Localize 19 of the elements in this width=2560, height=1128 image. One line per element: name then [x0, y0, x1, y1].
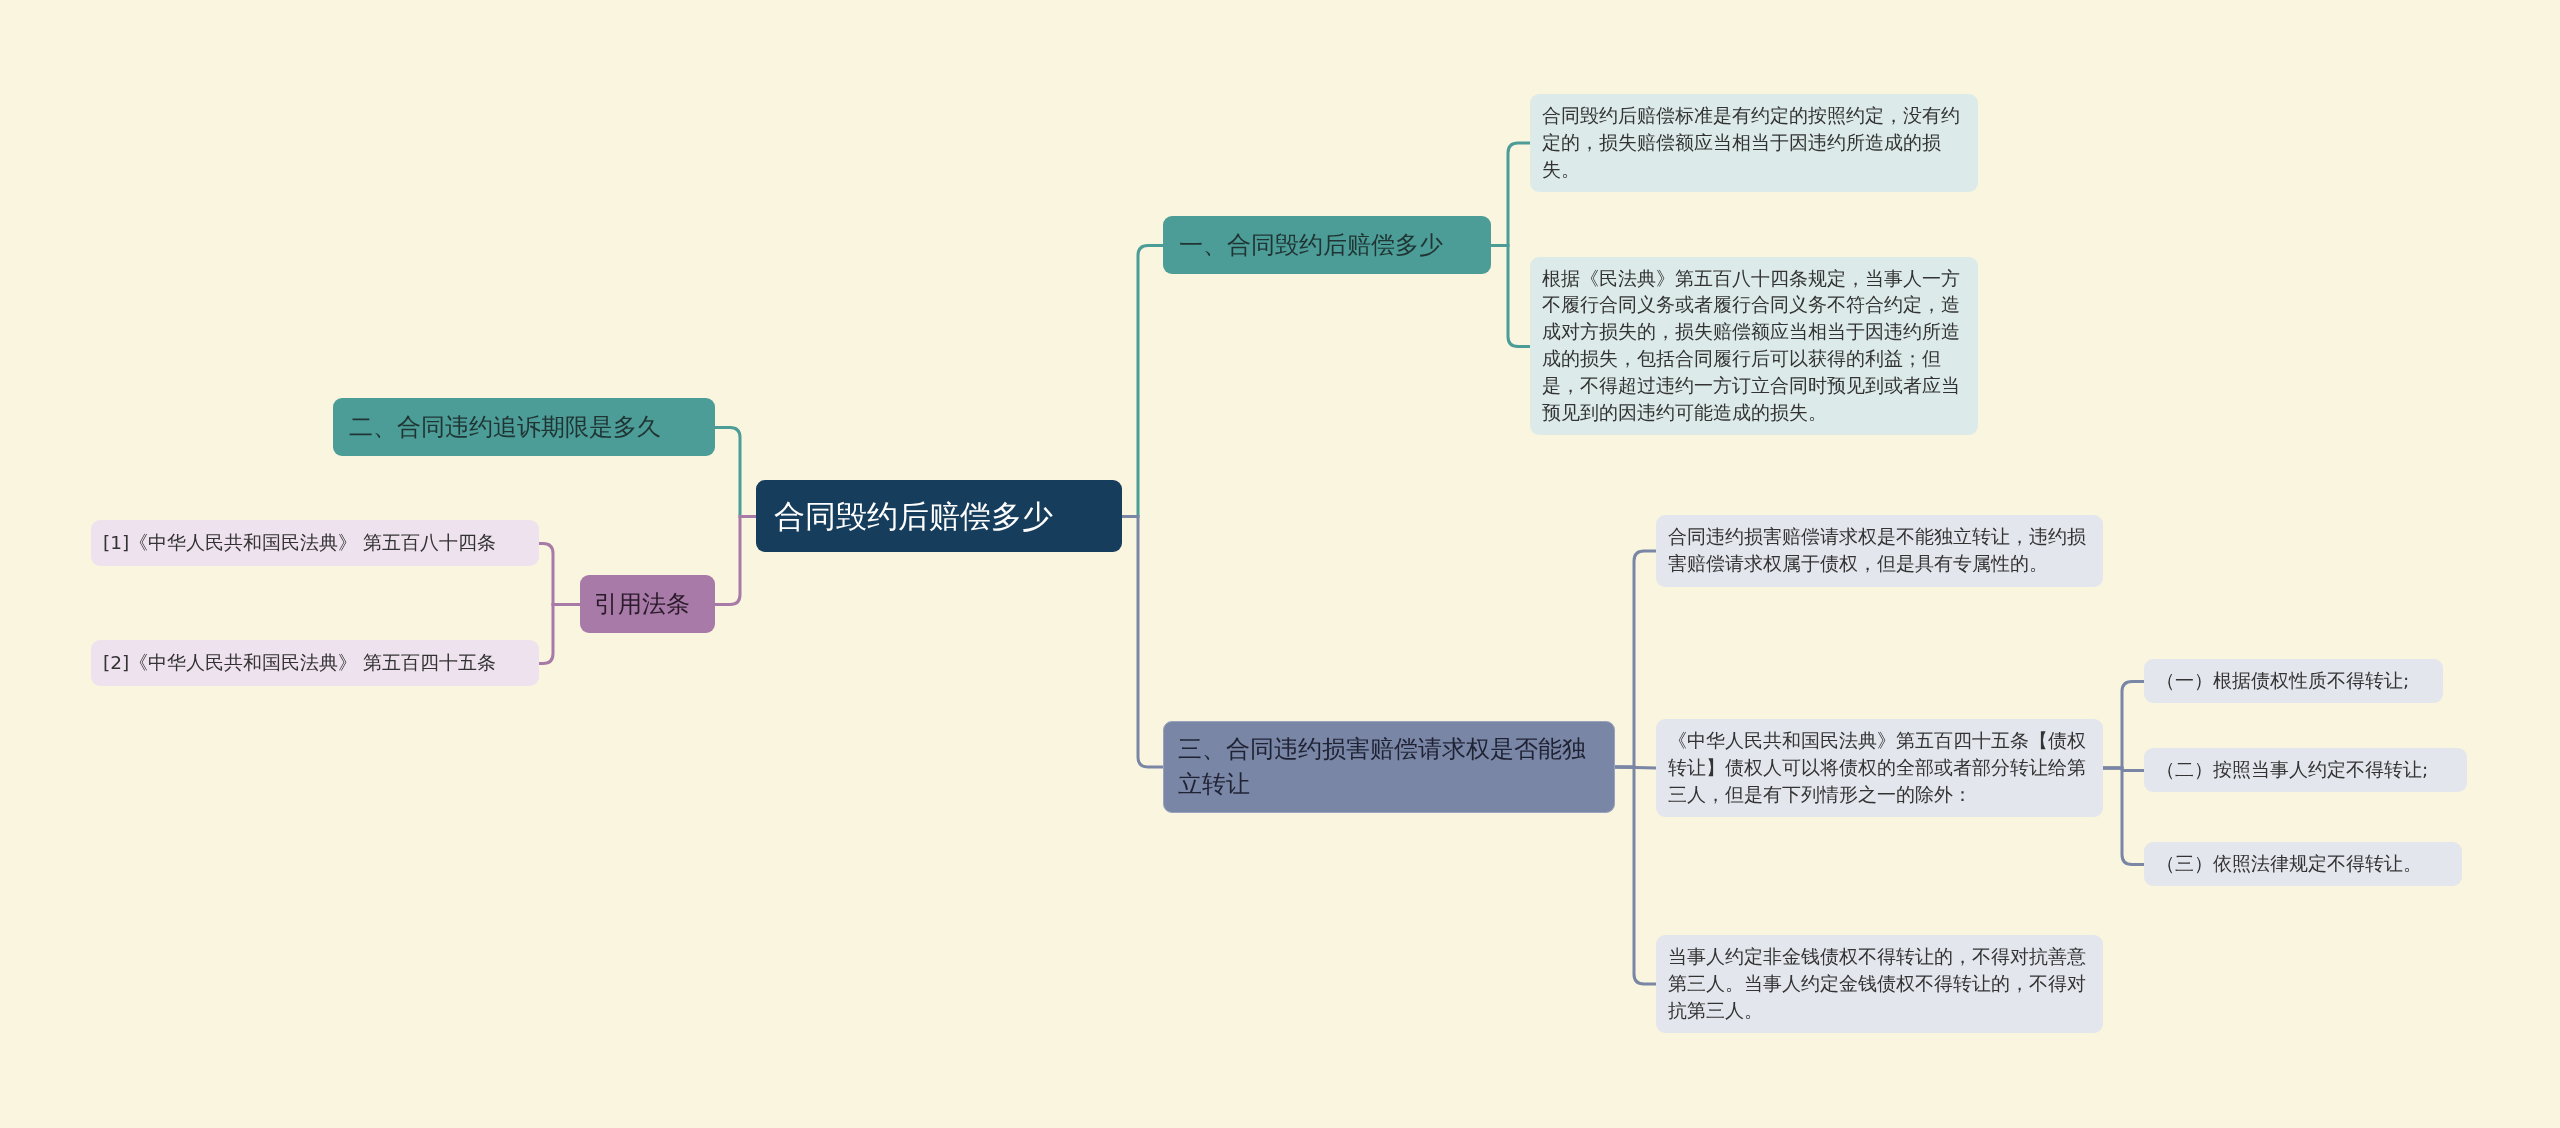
text-box: 合同违约损害赔偿请求权是不能独立转让，违约损害赔偿请求权属于债权，但是具有专属性的。 — [1656, 515, 2103, 587]
text-box: 《中华人民共和国民法典》第五百四十五条【债权转让】债权人可以将债权的全部或者部分转让给第三人，但是有下列情形之一的除外： — [1656, 719, 2103, 818]
root-topic-box: 合同毁约后赔偿多少 — [756, 479, 1122, 553]
text-box: [1]《中华人民共和国民法典》 第五百八十四条 — [91, 519, 539, 567]
connector-line — [1615, 765, 1656, 986]
topic-box: 一、合同毁约后赔偿多少 — [1163, 215, 1491, 275]
text-box: （一）根据债权性质不得转让; — [2144, 658, 2443, 704]
connector-line — [2103, 766, 2144, 866]
topic-box: 引用法条 — [580, 574, 715, 634]
text-box: 当事人约定非金钱债权不得转让的，不得对抗善意第三人。当事人约定金钱债权不得转让的，不得对抗第三人。 — [1656, 935, 2103, 1034]
connector-line — [1122, 515, 1163, 769]
text-box: [2]《中华人民共和国民法典》 第五百四十五条 — [91, 639, 539, 687]
topic-box: 二、合同违约追诉期限是多久 — [333, 397, 715, 457]
text-box: （三）依照法律规定不得转让。 — [2144, 841, 2462, 887]
text-box: （二）按照当事人约定不得转让; — [2144, 747, 2467, 793]
text-box: 根据《民法典》第五百八十四条规定，当事人一方不履行合同义务或者履行合同义务不符合约定，造成对方损失的，损失赔偿额应当相当于因违约所造成的损失，包括合同履行后可以获得的利益；但是，不得超过违约一方订立合同时预见到或者应当预见到的因违约可能造成的损失。 — [1530, 256, 1978, 436]
text-box: 合同毁约后赔偿标准是有约定的按照约定，没有约定的，损失赔偿额应当相当于因违约所造成的损失。 — [1530, 94, 1978, 193]
topic-box: 三、合同违约损害赔偿请求权是否能独立转让 — [1163, 721, 1615, 813]
connector-line — [715, 515, 756, 606]
